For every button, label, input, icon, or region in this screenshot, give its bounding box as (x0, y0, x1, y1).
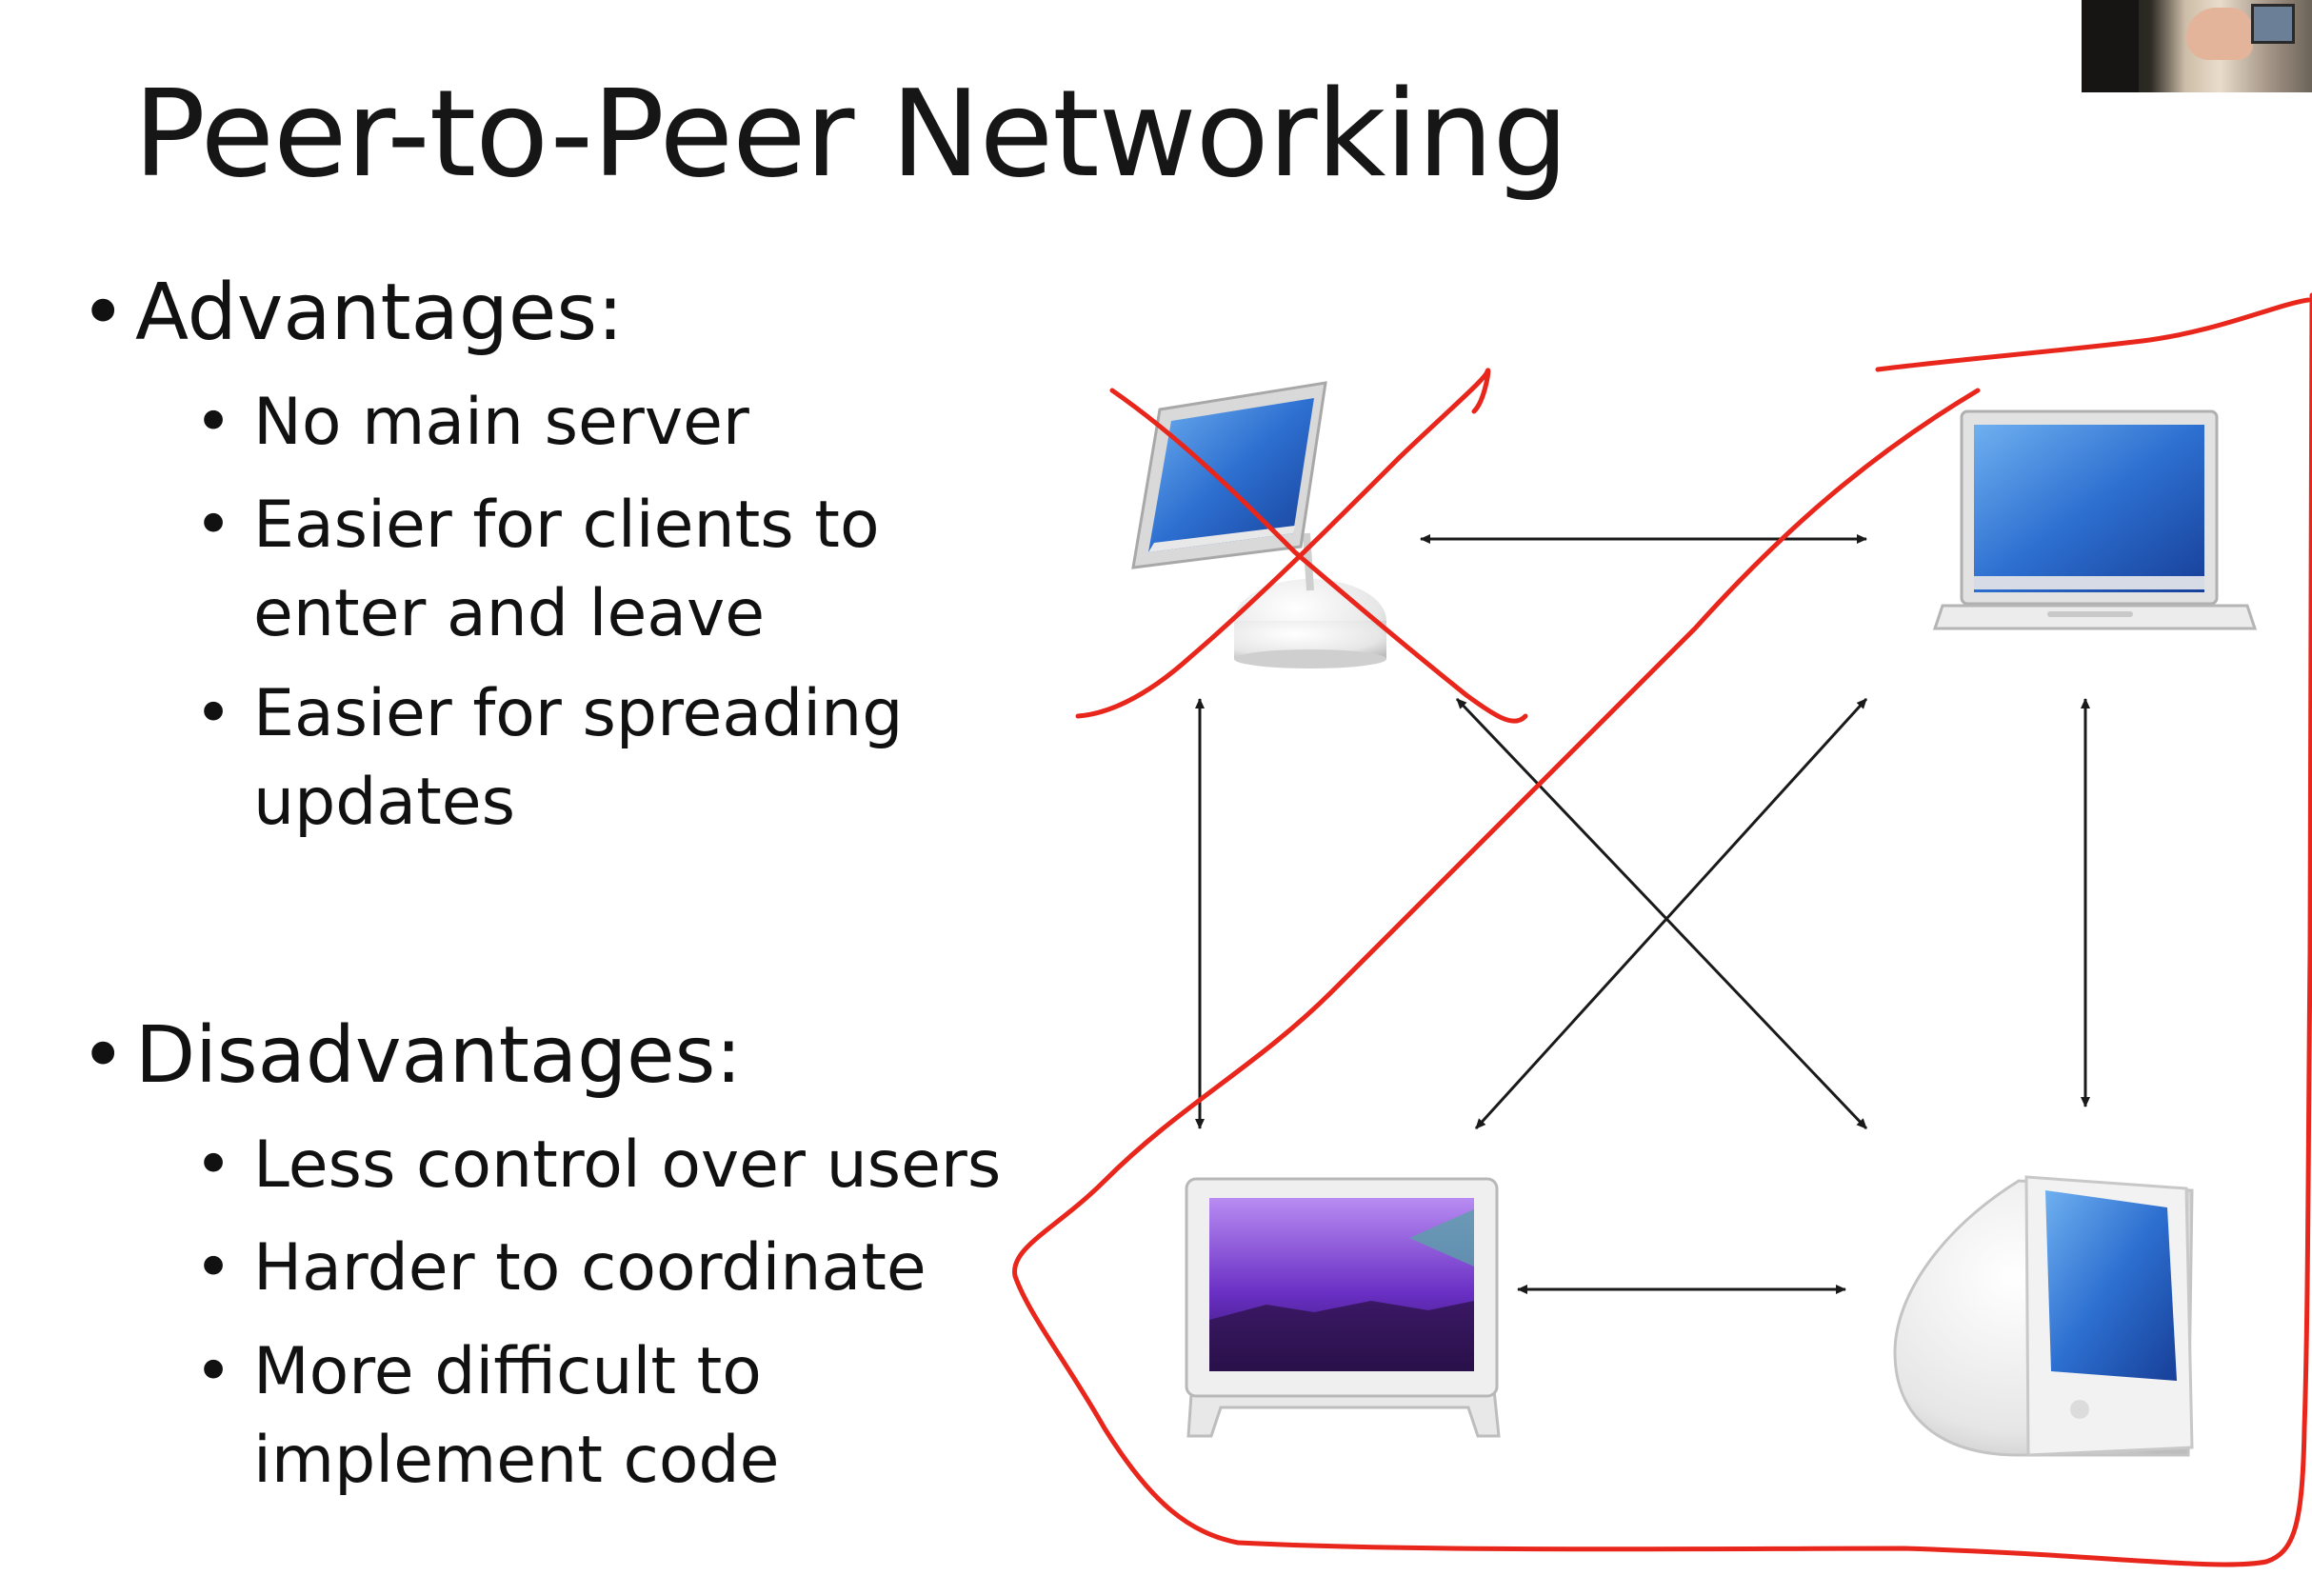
bullet-dot-icon: • (194, 1334, 233, 1409)
webcam-hand (2186, 8, 2253, 60)
bullet-dot-icon: • (194, 385, 233, 460)
bullet-dot-icon: • (194, 488, 233, 563)
list-item: • Easier for spreading updates (194, 669, 977, 847)
advantages-heading: • Advantages: (80, 268, 624, 358)
webcam-picture-frame (2251, 4, 2295, 44)
list-item: • More difficult to implement code (194, 1327, 844, 1505)
disadvantages-heading: • Disadvantages: (80, 1010, 742, 1101)
cross-out-stroke (1075, 368, 1491, 719)
presenter-webcam-thumbnail (2082, 0, 2312, 92)
bullet-dot-icon: • (80, 1010, 127, 1101)
list-item: • No main server (194, 385, 749, 460)
list-item: • Harder to coordinate (194, 1230, 927, 1306)
arrow-diagonal-tr-bl (1474, 697, 1868, 1130)
list-item: • Easier for clients to enter and leave (194, 481, 1072, 658)
ibook-laptop-icon (1932, 409, 2258, 630)
bullet-dot-icon: • (194, 1230, 233, 1306)
webcam-background (2082, 0, 2139, 92)
emac-icon (1893, 1175, 2194, 1457)
arrow-diagonal-tl-br (1455, 697, 1868, 1130)
bullet-dot-icon: • (194, 676, 233, 751)
bullet-dot-icon: • (80, 268, 127, 358)
bullet-dot-icon: • (194, 1127, 233, 1203)
slide-title: Peer-to-Peer Networking (133, 64, 1568, 204)
cinema-display-icon (1185, 1177, 1501, 1438)
selection-loop (1012, 292, 2312, 1567)
list-item: • Less control over users (194, 1127, 1002, 1203)
imac-g4-icon (1131, 381, 1386, 668)
cross-out-stroke (1109, 388, 1528, 724)
